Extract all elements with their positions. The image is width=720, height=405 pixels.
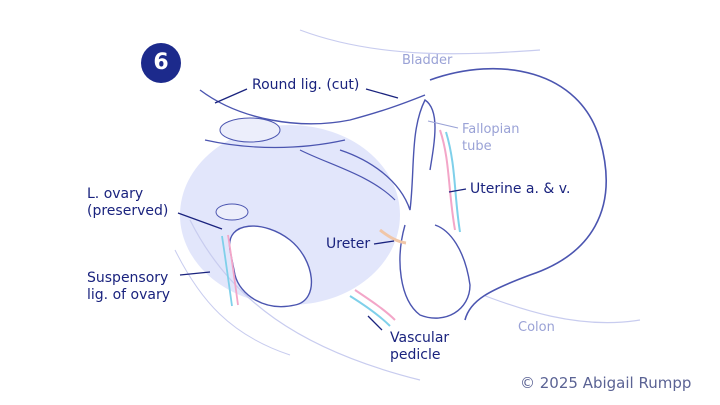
label-vascular-pedicle: Vascular pedicle xyxy=(390,330,450,363)
label-ureter: Ureter xyxy=(326,236,371,252)
label-colon: Colon xyxy=(518,320,555,335)
round-ligament-strand-lower xyxy=(204,139,346,149)
ovary-shape xyxy=(229,225,312,308)
round-ligament-strand xyxy=(199,89,426,125)
fallopian-tube-segment xyxy=(299,149,396,201)
uterine-vessel-pink xyxy=(439,129,456,231)
leader-round-lig-left xyxy=(214,88,248,104)
ovary-fimbria xyxy=(215,203,249,221)
colon-contour xyxy=(469,289,641,324)
label-l-ovary: L. ovary (preserved) xyxy=(87,186,169,219)
fallopian-tube-shape xyxy=(339,98,436,211)
ovarian-vessel-blue xyxy=(221,235,233,307)
pedicle-vessel-blue xyxy=(349,295,391,327)
leader-round-lig-right xyxy=(365,88,399,99)
label-bladder: Bladder xyxy=(402,53,453,68)
label-suspensory-lig: Suspensory lig. of ovary xyxy=(87,270,170,303)
ovarian-vessel-pink xyxy=(227,234,239,306)
pelvic-wall-contour xyxy=(189,219,421,381)
leader-l-ovary xyxy=(177,212,223,230)
bladder-contour xyxy=(299,29,541,55)
label-uterine-av: Uterine a. & v. xyxy=(470,181,571,197)
round-ligament-tissue xyxy=(219,117,281,143)
leader-uterine xyxy=(448,188,467,193)
uterus-outline xyxy=(429,67,607,321)
leader-fallopian xyxy=(427,120,459,129)
leader-ureter xyxy=(373,240,395,245)
uterine-vessel-blue xyxy=(445,131,461,233)
cervix-shape xyxy=(399,224,471,319)
leader-vascular xyxy=(367,315,383,331)
label-fallopian-tube: Fallopian tube xyxy=(462,122,520,154)
ureter-shape xyxy=(379,228,407,245)
copyright-credit: © 2025 Abigail Rumpp xyxy=(520,374,692,392)
leader-suspensory xyxy=(179,271,211,276)
pedicle-vessel-pink xyxy=(354,289,396,321)
label-round-lig: Round lig. (cut) xyxy=(252,77,360,93)
step-badge: 6 xyxy=(141,43,181,83)
lateral-wall-contour xyxy=(174,249,291,356)
